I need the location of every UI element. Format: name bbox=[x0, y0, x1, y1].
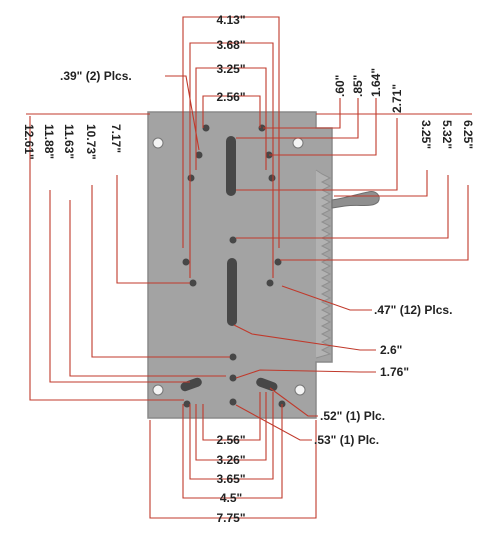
label-note-53-1-plc: .53" (1) Plc. bbox=[314, 433, 379, 447]
dim-line-note-47 bbox=[281, 285, 372, 311]
label-left-11-88: 11.88" bbox=[42, 124, 56, 159]
label-top-right-60: .60" bbox=[333, 75, 347, 97]
label-top-right-2-71: 2.71" bbox=[390, 84, 404, 113]
dim-line-top-3-68 bbox=[189, 42, 274, 278]
dim-line-bottom-2-56 bbox=[202, 392, 261, 441]
label-right-6-25: 6.25" bbox=[461, 120, 475, 149]
dim-line-note-1-76 bbox=[235, 369, 376, 379]
hole bbox=[195, 151, 203, 159]
label-top-right-85: .85" bbox=[351, 75, 365, 97]
left-labels: 12.61" 11.88" 11.63" 10.73" 7.17" bbox=[22, 124, 123, 160]
label-bottom-7-75: 7.75" bbox=[216, 511, 245, 525]
dim-line-left-11-88 bbox=[49, 190, 190, 383]
latch-arm bbox=[331, 191, 380, 209]
dim-line-left-10-73 bbox=[91, 185, 230, 358]
plate-teeth bbox=[315, 169, 332, 359]
dim-line-note-53 bbox=[235, 404, 312, 441]
label-note-1-76: 1.76" bbox=[380, 365, 409, 379]
label-left-12-61: 12.61" bbox=[22, 124, 36, 160]
hole bbox=[189, 279, 197, 287]
corner-screw-top-right bbox=[292, 137, 304, 149]
dim-line-top-4-13 bbox=[182, 16, 280, 248]
right-note-labels: .47" (12) Plcs. 2.6" 1.76" .52" (1) Plc.… bbox=[314, 303, 452, 447]
dim-line-right-3-25 bbox=[334, 170, 428, 197]
label-top-note: .39" (2) Plcs. bbox=[60, 69, 132, 83]
corner-screw-top-left bbox=[152, 137, 164, 149]
top-labels: 4.13" 3.68" 3.25" 2.56" .39" (2) Plcs. bbox=[60, 13, 246, 104]
hole bbox=[202, 124, 210, 132]
plate-body bbox=[147, 111, 333, 419]
dim-line-top-right-60 bbox=[263, 98, 341, 129]
slot-bottom-left bbox=[180, 377, 202, 392]
hole bbox=[268, 174, 276, 182]
hole bbox=[229, 398, 237, 406]
dim-line-note-52 bbox=[269, 387, 318, 417]
dim-line-top-right-85 bbox=[236, 98, 359, 139]
slot-bottom-right bbox=[256, 377, 278, 392]
hole bbox=[229, 374, 237, 382]
hole bbox=[229, 236, 237, 244]
label-left-10-73: 10.73" bbox=[84, 124, 98, 160]
dim-line-bottom-4-5 bbox=[182, 404, 283, 499]
dim-line-bottom-7-75 bbox=[149, 420, 317, 519]
label-top-3-25: 3.25" bbox=[216, 62, 245, 76]
label-bottom-3-65: 3.65" bbox=[216, 472, 245, 486]
hole bbox=[187, 174, 195, 182]
dim-line-top-3-25 bbox=[195, 67, 267, 170]
label-top-4-13: 4.13" bbox=[216, 13, 245, 27]
dim-line-bottom-3-26 bbox=[195, 392, 267, 461]
hole bbox=[182, 258, 190, 266]
dim-line-left-11-63 bbox=[69, 200, 226, 377]
mounting-plate bbox=[147, 111, 380, 419]
dim-line-top-right-1-64 bbox=[269, 98, 377, 156]
hole bbox=[274, 258, 282, 266]
label-note-47-12-plcs: .47" (12) Plcs. bbox=[374, 303, 452, 317]
dim-line-right-5-32 bbox=[236, 175, 449, 239]
corner-screw-bottom-left bbox=[152, 384, 164, 396]
dim-line-note-2-6 bbox=[233, 324, 376, 351]
mounting-holes bbox=[182, 124, 286, 408]
label-top-3-68: 3.68" bbox=[216, 38, 245, 52]
label-bottom-2-56: 2.56" bbox=[216, 433, 245, 447]
label-right-3-25: 3.25" bbox=[419, 120, 433, 149]
label-bottom-4-5: 4.5" bbox=[220, 491, 242, 505]
right-labels: 3.25" 5.32" 6.25" bbox=[419, 120, 475, 149]
label-note-52-1-plc: .52" (1) Plc. bbox=[320, 409, 385, 423]
dim-line-left-12-61 bbox=[29, 116, 184, 401]
dim-line-left-7-17 bbox=[116, 175, 190, 284]
corner-screw-bottom-right bbox=[294, 384, 306, 396]
label-left-11-63: 11.63" bbox=[62, 124, 76, 159]
dim-line-top-2-56 bbox=[202, 95, 261, 128]
hole bbox=[183, 400, 191, 408]
label-left-7-17: 7.17" bbox=[109, 124, 123, 153]
dim-line-top-right-2-71 bbox=[236, 118, 398, 191]
dim-line-right-6-25 bbox=[280, 185, 469, 261]
hole bbox=[266, 279, 274, 287]
dim-line-bottom-3-65 bbox=[189, 392, 274, 480]
label-bottom-3-26: 3.26" bbox=[216, 453, 245, 467]
dimension-lines bbox=[26, 16, 472, 519]
slot-lower bbox=[227, 258, 237, 326]
dim-line-top-note-leader bbox=[165, 75, 200, 151]
label-top-2-56: 2.56" bbox=[216, 90, 245, 104]
label-top-right-1-64: 1.64" bbox=[369, 68, 383, 97]
label-note-2-6: 2.6" bbox=[380, 343, 402, 357]
top-right-labels: .60" .85" 1.64" 2.71" bbox=[333, 68, 404, 113]
bottom-labels: 2.56" 3.26" 3.65" 4.5" 7.75" bbox=[216, 433, 245, 525]
label-right-5-32: 5.32" bbox=[440, 120, 454, 149]
hole bbox=[229, 353, 237, 361]
slot-upper bbox=[226, 136, 236, 196]
